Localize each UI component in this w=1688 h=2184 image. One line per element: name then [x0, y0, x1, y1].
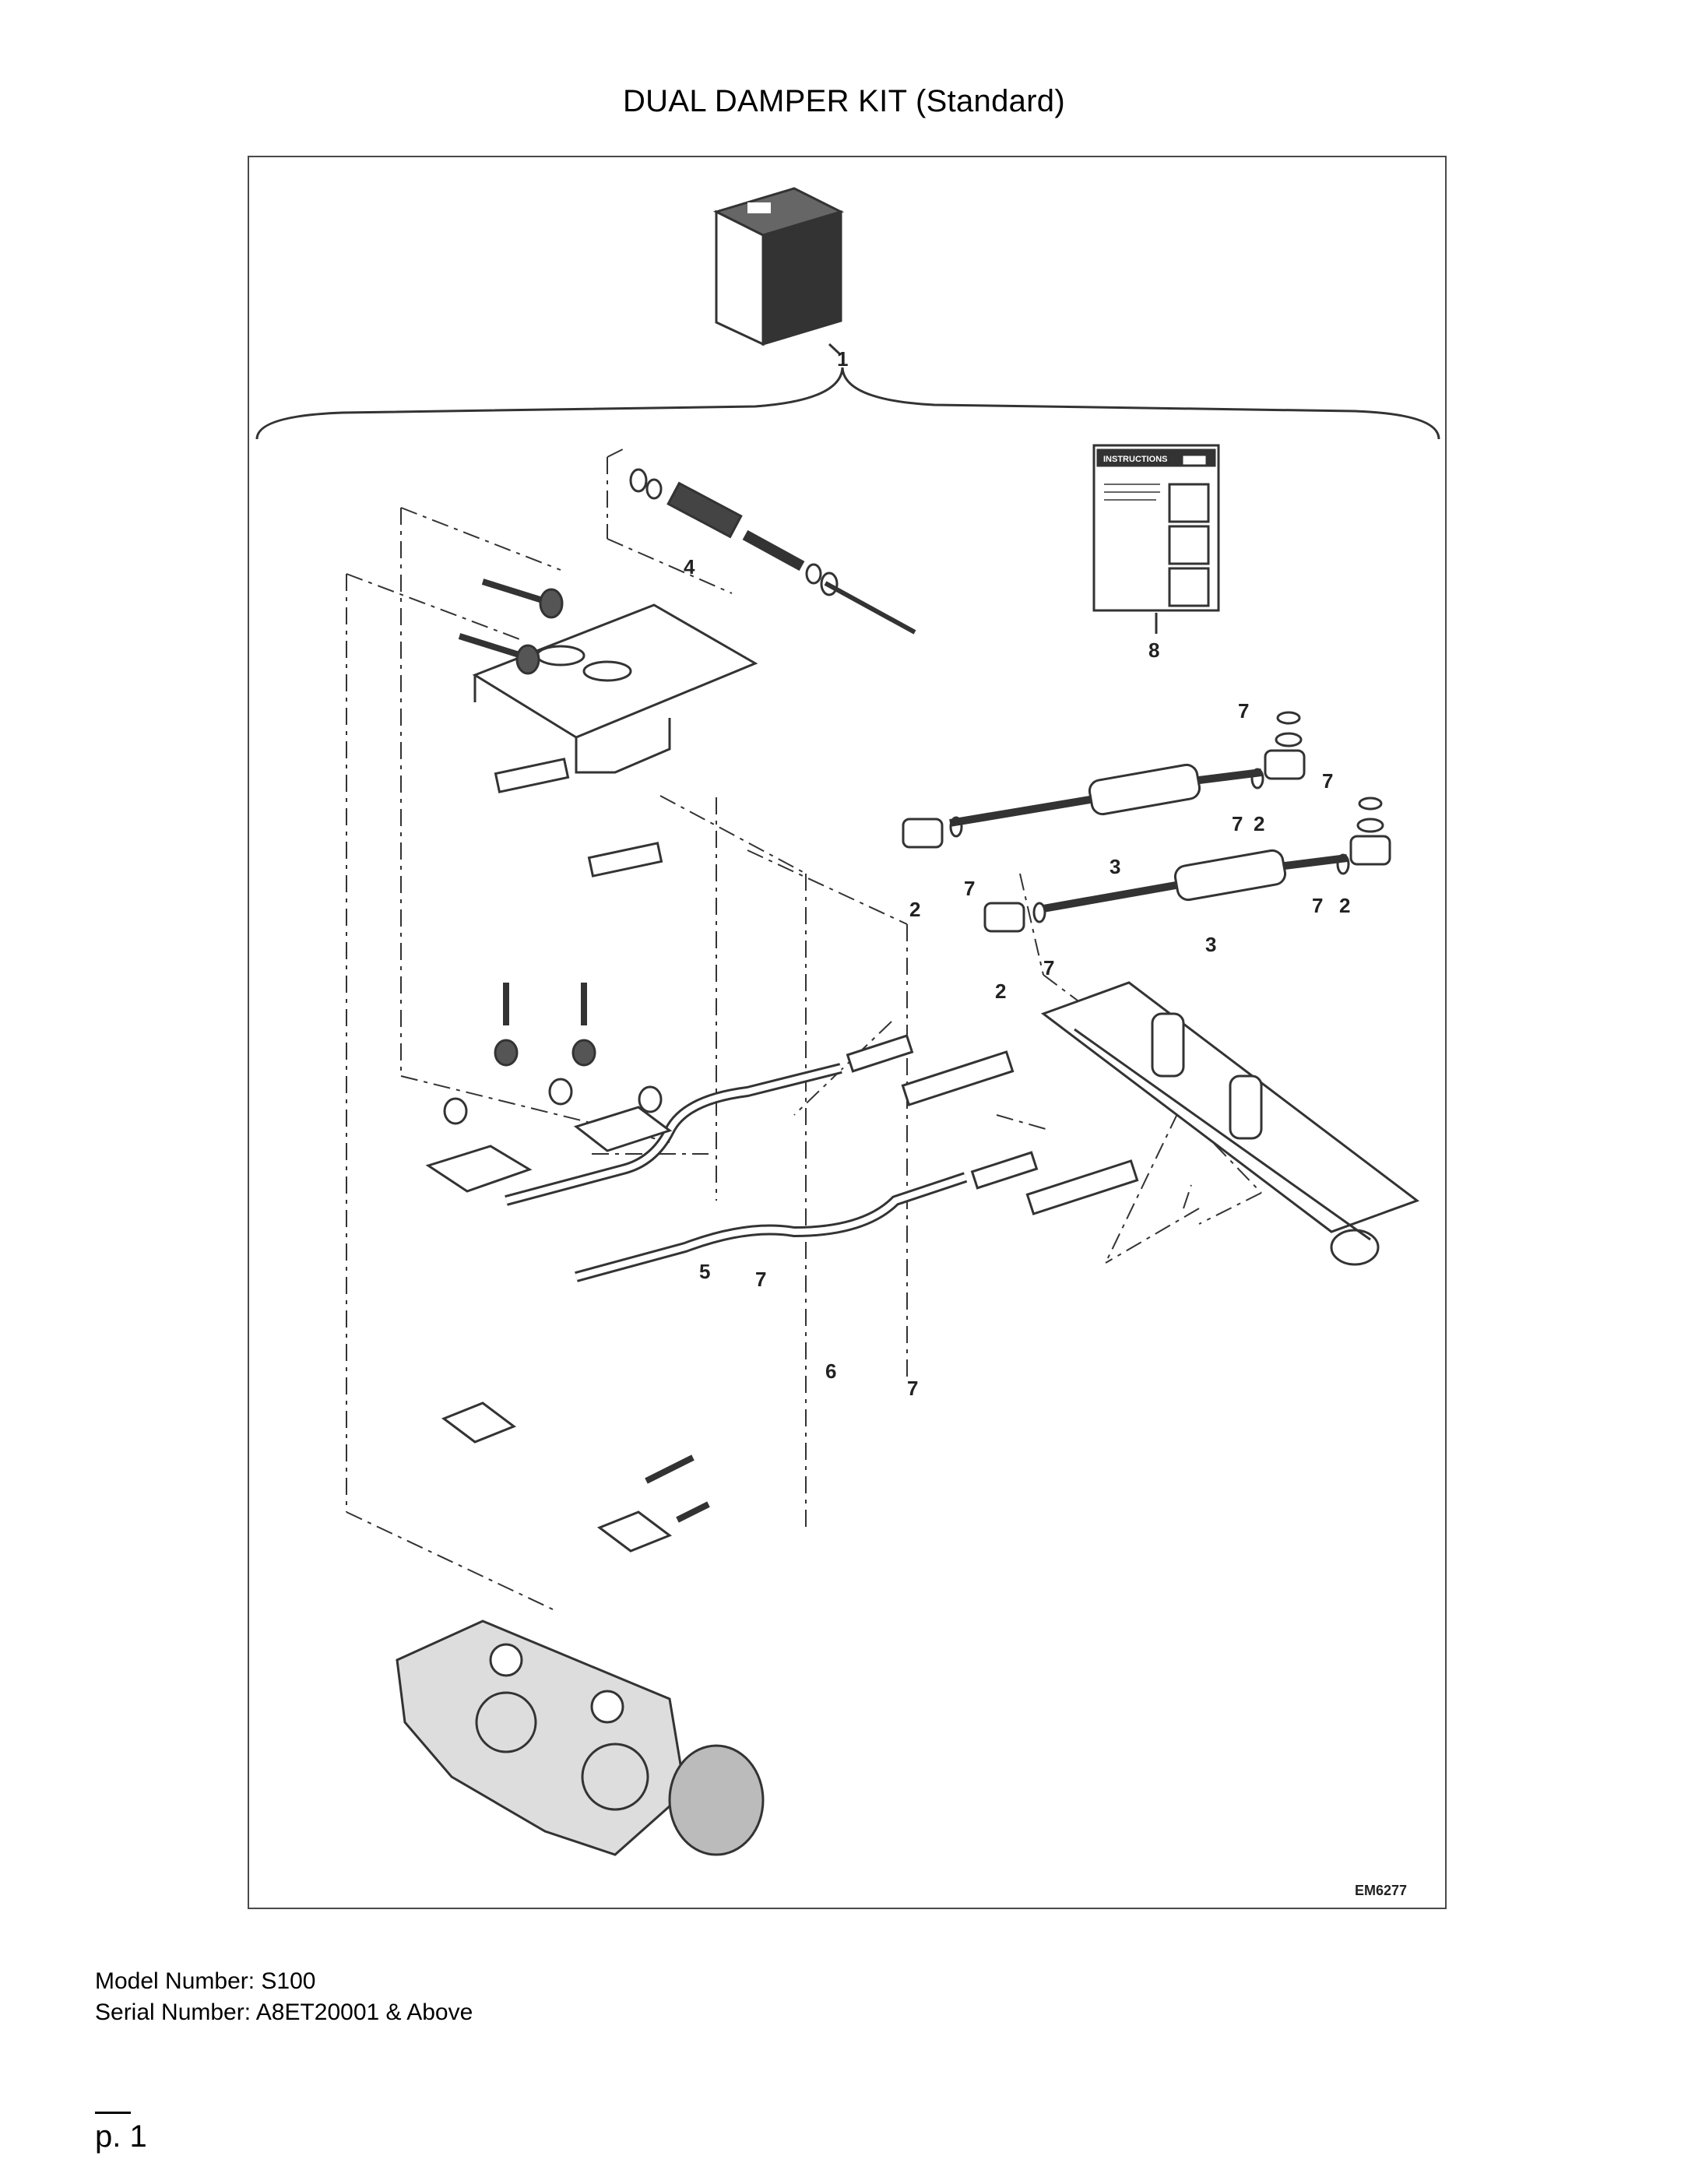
parts-diagram: 1 2 2 2 2 3 3 4 5 6 7 7 7 7 7 7 7 7 8 IN… [248, 156, 1447, 1909]
link-plates [901, 1050, 1139, 1215]
callout-7h: 7 [907, 1377, 918, 1400]
page-number: p. 1 [95, 2119, 147, 2154]
callout-4: 4 [684, 555, 695, 579]
callout-2b: 2 [1339, 894, 1350, 917]
mounting-plate-top [472, 603, 758, 774]
parts-diagram-drawing: 1 2 2 2 2 3 3 4 5 6 7 7 7 7 7 7 7 7 8 IN… [255, 187, 1440, 1898]
callout-3b: 3 [1205, 933, 1216, 956]
callout-7a: 7 [1238, 699, 1249, 723]
callout-7g: 7 [755, 1268, 766, 1291]
callout-2c: 2 [909, 898, 920, 921]
kit-brace [255, 367, 1440, 440]
model-number: Model Number: S100 [95, 1968, 316, 1994]
page-title: DUAL DAMPER KIT (Standard) [623, 84, 1065, 118]
callout-2d: 2 [995, 979, 1006, 1003]
kit-box-icon [712, 187, 845, 346]
callout-3a: 3 [1110, 855, 1120, 878]
callout-1: 1 [837, 347, 848, 371]
lower-brackets [441, 1401, 710, 1553]
serial-number: Serial Number: A8ET20001 & Above [95, 1999, 473, 2025]
axle-frame-part [1040, 981, 1420, 1266]
callout-2a: 2 [1254, 812, 1264, 835]
instructions-sheet-label: INSTRUCTIONS [1103, 455, 1168, 464]
callout-6: 6 [825, 1359, 836, 1383]
lever-arm-5 [505, 1034, 914, 1206]
lever-arm-6 [575, 1151, 1039, 1282]
threaded-rod-part [629, 468, 916, 635]
damper-cylinder-upper [902, 749, 1306, 849]
callout-7b: 7 [1322, 769, 1333, 793]
callout-7c: 7 [1232, 812, 1243, 835]
hydrostatic-pump-part [396, 1620, 765, 1856]
model-info: Model Number: S100 Serial Number: A8ET20… [95, 1966, 473, 2028]
instructions-sheet-icon [1092, 444, 1220, 612]
callout-5: 5 [699, 1260, 710, 1283]
callout-7d: 7 [964, 877, 975, 900]
ball-joints [1275, 711, 1384, 833]
page-number-rule [95, 2112, 131, 2114]
isolator-studs [458, 579, 564, 675]
pump-brackets [425, 983, 673, 1193]
callout-7e: 7 [1312, 894, 1323, 917]
damper-cylinder-lower [983, 835, 1391, 933]
callout-7f: 7 [1043, 956, 1054, 979]
figure-id: EM6277 [1355, 1883, 1407, 1898]
callout-8: 8 [1148, 638, 1159, 662]
